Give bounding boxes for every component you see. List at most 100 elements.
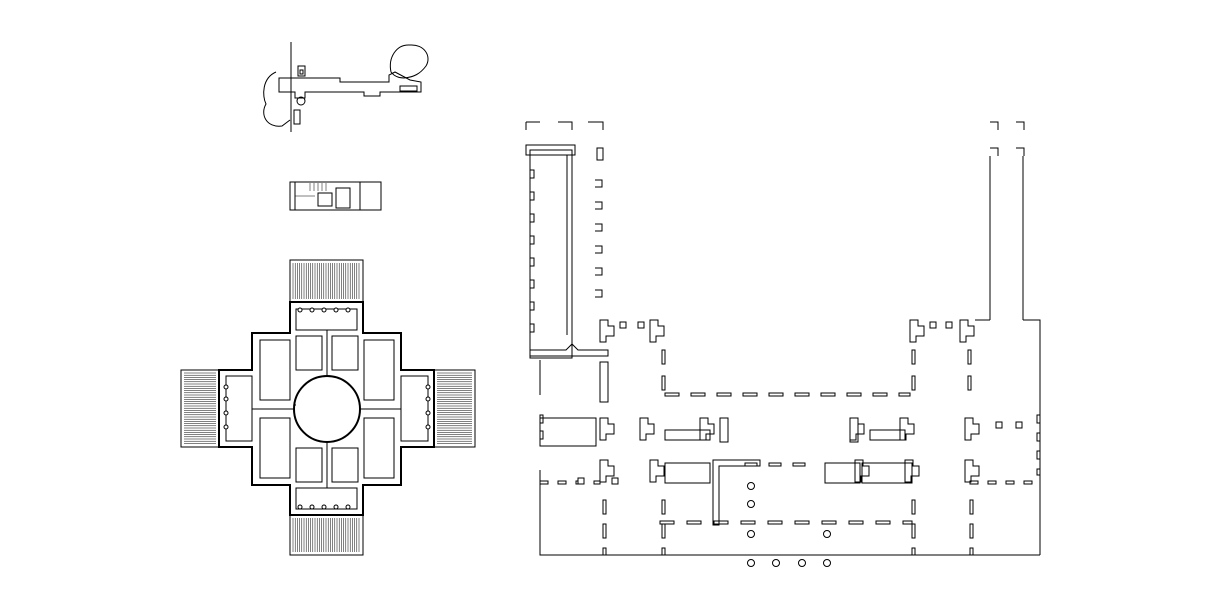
courtyard-column bbox=[747, 530, 755, 538]
villa-columns bbox=[223, 307, 431, 510]
villa-room-inner bbox=[295, 447, 323, 483]
room-bar bbox=[869, 429, 906, 441]
villa-stairs bbox=[184, 263, 472, 552]
pier-cluster bbox=[959, 319, 975, 343]
pier-cluster bbox=[649, 459, 665, 483]
wall-segment bbox=[794, 392, 810, 397]
wall-segment bbox=[911, 499, 916, 515]
site-pavilion bbox=[297, 65, 306, 77]
wing-pier bbox=[595, 179, 603, 188]
courtyard-column bbox=[823, 530, 831, 538]
site-grove-right bbox=[389, 44, 429, 79]
villa-column bbox=[425, 424, 431, 430]
villa-hall-west bbox=[225, 375, 253, 442]
wall-segment bbox=[848, 520, 864, 525]
villa-column bbox=[223, 384, 229, 390]
wall-segment bbox=[767, 520, 783, 525]
pier-cluster bbox=[854, 459, 870, 483]
wall-segment bbox=[661, 523, 666, 539]
villa-column bbox=[309, 504, 315, 510]
wall-segment bbox=[742, 392, 758, 397]
wall-segment bbox=[821, 520, 837, 525]
wing-pier bbox=[529, 323, 535, 333]
wall-segment bbox=[661, 499, 666, 515]
wing-pier bbox=[529, 279, 535, 289]
wing-pier bbox=[529, 257, 535, 267]
stair-block-right bbox=[861, 462, 913, 484]
wall-segment bbox=[911, 349, 916, 365]
main-block-outline bbox=[539, 470, 1040, 556]
villa-column bbox=[223, 410, 229, 416]
villa-room-se bbox=[363, 417, 395, 479]
wall-segment bbox=[602, 547, 607, 556]
wing-pier bbox=[529, 235, 535, 245]
central-hall-wall bbox=[712, 459, 761, 526]
pier-block bbox=[577, 477, 585, 485]
portico-west bbox=[180, 369, 220, 448]
villa-column bbox=[345, 504, 351, 510]
right-wing-end-walls bbox=[990, 121, 1025, 130]
wall-segment bbox=[768, 392, 784, 397]
wall-segment bbox=[898, 392, 911, 397]
small-building-outline bbox=[289, 181, 382, 211]
wall-segment bbox=[602, 523, 607, 539]
wall-segment bbox=[1036, 414, 1041, 424]
right-wing-head bbox=[990, 147, 1025, 156]
site-rotunda bbox=[296, 96, 306, 106]
wall-segment bbox=[969, 547, 974, 556]
wall-segment bbox=[967, 349, 972, 365]
pier bbox=[849, 417, 859, 443]
pier-cluster bbox=[899, 417, 915, 441]
portico-north bbox=[289, 259, 364, 303]
pier-cluster bbox=[649, 319, 665, 343]
wall-segment bbox=[659, 520, 675, 525]
courtyard-column bbox=[798, 559, 806, 567]
wall-segment bbox=[661, 547, 666, 556]
wall-segment bbox=[686, 520, 702, 525]
large-plan bbox=[525, 121, 1041, 567]
villa-room-inner bbox=[295, 335, 323, 371]
wall-segment bbox=[846, 392, 862, 397]
wall-segment bbox=[794, 520, 810, 525]
wing-pier bbox=[529, 213, 535, 223]
corridor-walls bbox=[539, 349, 1041, 556]
villa-column bbox=[297, 307, 303, 313]
pier-cluster bbox=[964, 417, 980, 441]
villa-room-sw bbox=[259, 417, 291, 479]
villa-hall-south bbox=[295, 487, 358, 510]
pier-block bbox=[929, 321, 937, 329]
wing-pier bbox=[529, 191, 535, 201]
wall-segment bbox=[902, 520, 913, 525]
villa-column bbox=[425, 410, 431, 416]
villa-room-nw bbox=[259, 339, 291, 401]
pier-cluster bbox=[599, 459, 615, 483]
site-grove-left bbox=[263, 71, 291, 127]
stair-block-left bbox=[664, 462, 711, 484]
pier-groups bbox=[577, 319, 1023, 485]
left-wing-outline bbox=[529, 149, 573, 359]
wall-segment bbox=[969, 499, 974, 515]
villa-column bbox=[425, 384, 431, 390]
villa-column bbox=[321, 504, 327, 510]
villa-column bbox=[223, 424, 229, 430]
courtyard-column bbox=[747, 559, 755, 567]
left-wing-base bbox=[529, 343, 609, 357]
villa-room-ne bbox=[363, 339, 395, 401]
wall-segment bbox=[602, 499, 607, 515]
pier-block bbox=[619, 321, 627, 329]
wing-pier bbox=[595, 201, 603, 210]
courtyard-column bbox=[823, 559, 831, 567]
courtyard-column bbox=[747, 500, 755, 508]
pier-cluster bbox=[904, 459, 920, 483]
wall-segment bbox=[911, 375, 916, 391]
courtyard-columns bbox=[747, 482, 831, 567]
wing-pier bbox=[595, 245, 603, 254]
villa-column bbox=[425, 396, 431, 402]
left-wing-end-walls bbox=[525, 121, 604, 130]
wall-segment bbox=[987, 480, 997, 485]
right-wing-corner bbox=[975, 319, 1041, 555]
wall-segment bbox=[967, 375, 972, 391]
site-colonnade bbox=[399, 85, 418, 92]
wing-pier bbox=[595, 267, 603, 276]
